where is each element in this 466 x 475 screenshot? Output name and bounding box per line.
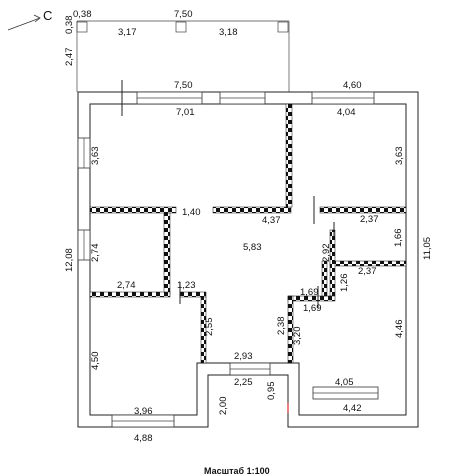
dim-bottom-right: 4,42 xyxy=(343,403,362,414)
dim-bath-width: 2,37 xyxy=(360,214,379,225)
dim-room2-width: 4,04 xyxy=(337,107,356,118)
dim-right-room-height: 4,46 xyxy=(394,320,405,339)
dim-room1-height: 3,63 xyxy=(90,147,101,166)
dim-hall-len: 2,38 xyxy=(276,317,287,336)
dim-terrace-total: 7,50 xyxy=(174,9,193,20)
dim-right-room-width: 4,05 xyxy=(335,377,354,388)
dim-terrace-right: 3,18 xyxy=(219,27,238,38)
north-label: С xyxy=(43,8,52,23)
exterior-walls xyxy=(77,91,419,428)
dim-bottom-left: 4,88 xyxy=(134,433,153,444)
dimension-labels-vertical: 0,38 2,47 3,63 3,63 12,08 2,74 11,05 2,9… xyxy=(64,16,433,416)
dim-hall-width: 4,37 xyxy=(262,215,281,226)
dim-entry-width: 2,93 xyxy=(234,351,253,362)
dim-terrace-depth: 2,47 xyxy=(64,48,75,67)
dim-small-room-height: 2,74 xyxy=(90,244,101,263)
dim-porch-width: 2,25 xyxy=(234,377,253,388)
door-marks xyxy=(121,80,335,413)
interior-walls xyxy=(89,103,407,364)
dim-pantry-w: 1,26 xyxy=(339,274,350,293)
dim-hall-len2: 3,20 xyxy=(292,327,303,346)
windows xyxy=(77,91,379,428)
dim-left-room-height: 4,50 xyxy=(90,352,101,371)
dim-corridor-len: 2,55 xyxy=(204,318,215,337)
dimension-labels: 0,38 7,50 3,17 3,18 7,50 4,60 7,01 4,04 … xyxy=(73,9,379,444)
dim-small-room-width: 2,74 xyxy=(117,280,136,291)
dim-total-left: 12,08 xyxy=(64,248,75,272)
dim-corridor: 1,40 xyxy=(182,207,201,218)
dim-hall-area: 5,83 xyxy=(243,242,262,253)
dim-total-right: 11,05 xyxy=(422,237,433,260)
dim-door-small: 1,23 xyxy=(177,280,196,291)
dim-room1-width: 7,01 xyxy=(176,107,195,118)
dim-house-top-left: 7,50 xyxy=(174,80,193,91)
dim-kitchen-width: 2,37 xyxy=(358,266,377,277)
dim-closet-height: 2,92 xyxy=(321,244,332,263)
dim-stair-w2: 1,69 xyxy=(303,303,322,314)
dim-porch-side: 0,95 xyxy=(266,382,277,401)
dim-room2-height: 3,63 xyxy=(394,147,405,166)
dim-bath-height: 1,66 xyxy=(393,229,404,248)
dim-stair-w1: 1,69 xyxy=(300,287,319,298)
dim-terrace-side: 0,38 xyxy=(64,16,75,35)
dim-porch-depth: 2,00 xyxy=(218,397,229,416)
dim-house-top-right: 4,60 xyxy=(343,80,362,91)
dim-terrace-gap: 0,38 xyxy=(73,9,92,20)
scale-label: Масштаб 1:100 xyxy=(204,466,270,475)
terrace xyxy=(76,20,290,92)
dim-left-room-width: 3,96 xyxy=(134,406,153,417)
dim-terrace-left: 3,17 xyxy=(118,27,137,38)
north-arrow: С xyxy=(7,8,52,31)
